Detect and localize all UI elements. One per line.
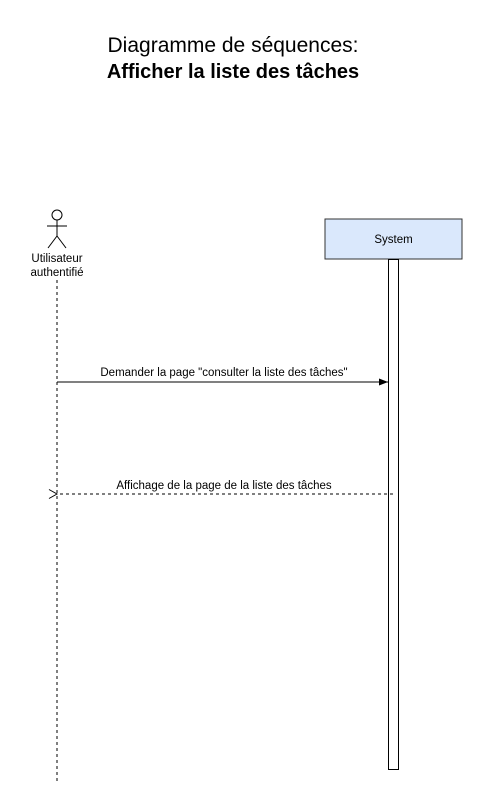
actor-icon xyxy=(47,209,67,249)
system-activation-bar xyxy=(388,259,399,770)
actor-label-line1: Utilisateur xyxy=(31,253,82,265)
system-label: System xyxy=(374,234,412,246)
actor-label-line2: authentifié xyxy=(30,267,83,279)
system-box xyxy=(324,218,463,260)
diagram-title-line1: Diagramme de séquences: xyxy=(107,34,359,57)
request-message-label: Demander la page "consulter la liste des… xyxy=(100,367,347,379)
response-message-label: Affichage de la page de la liste des tâc… xyxy=(116,480,331,492)
diagram-title: Diagramme de séquences: Afficher la list… xyxy=(0,33,466,85)
diagram-title-line2: Afficher la liste des tâches xyxy=(106,61,360,83)
